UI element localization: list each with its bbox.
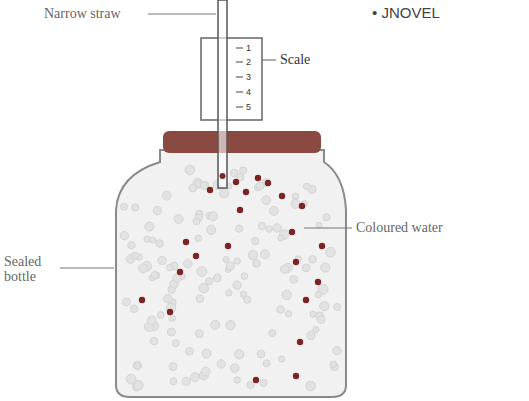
part-label: Narrow straw — [44, 6, 121, 21]
narrow-straw — [218, 0, 227, 188]
stopper — [163, 131, 321, 153]
scale-number: 2 — [246, 58, 251, 67]
water-in-straw — [220, 173, 226, 179]
scale-number: 5 — [246, 103, 251, 112]
part-label: Coloured water — [356, 220, 443, 235]
scale-number: 3 — [246, 73, 251, 82]
part-label: Scale — [280, 52, 310, 67]
scale-number: 4 — [246, 88, 251, 97]
watermark: • JNOVEL — [372, 4, 440, 21]
sealed-bottle — [116, 150, 346, 397]
scale-number: 1 — [246, 44, 251, 53]
scale — [201, 38, 262, 120]
part-label: Sealed bottle — [4, 254, 58, 285]
scale-ticks — [236, 48, 243, 107]
leader-lines — [60, 14, 352, 268]
water-bubbles — [120, 165, 341, 391]
coloured-water-dots — [139, 175, 325, 383]
